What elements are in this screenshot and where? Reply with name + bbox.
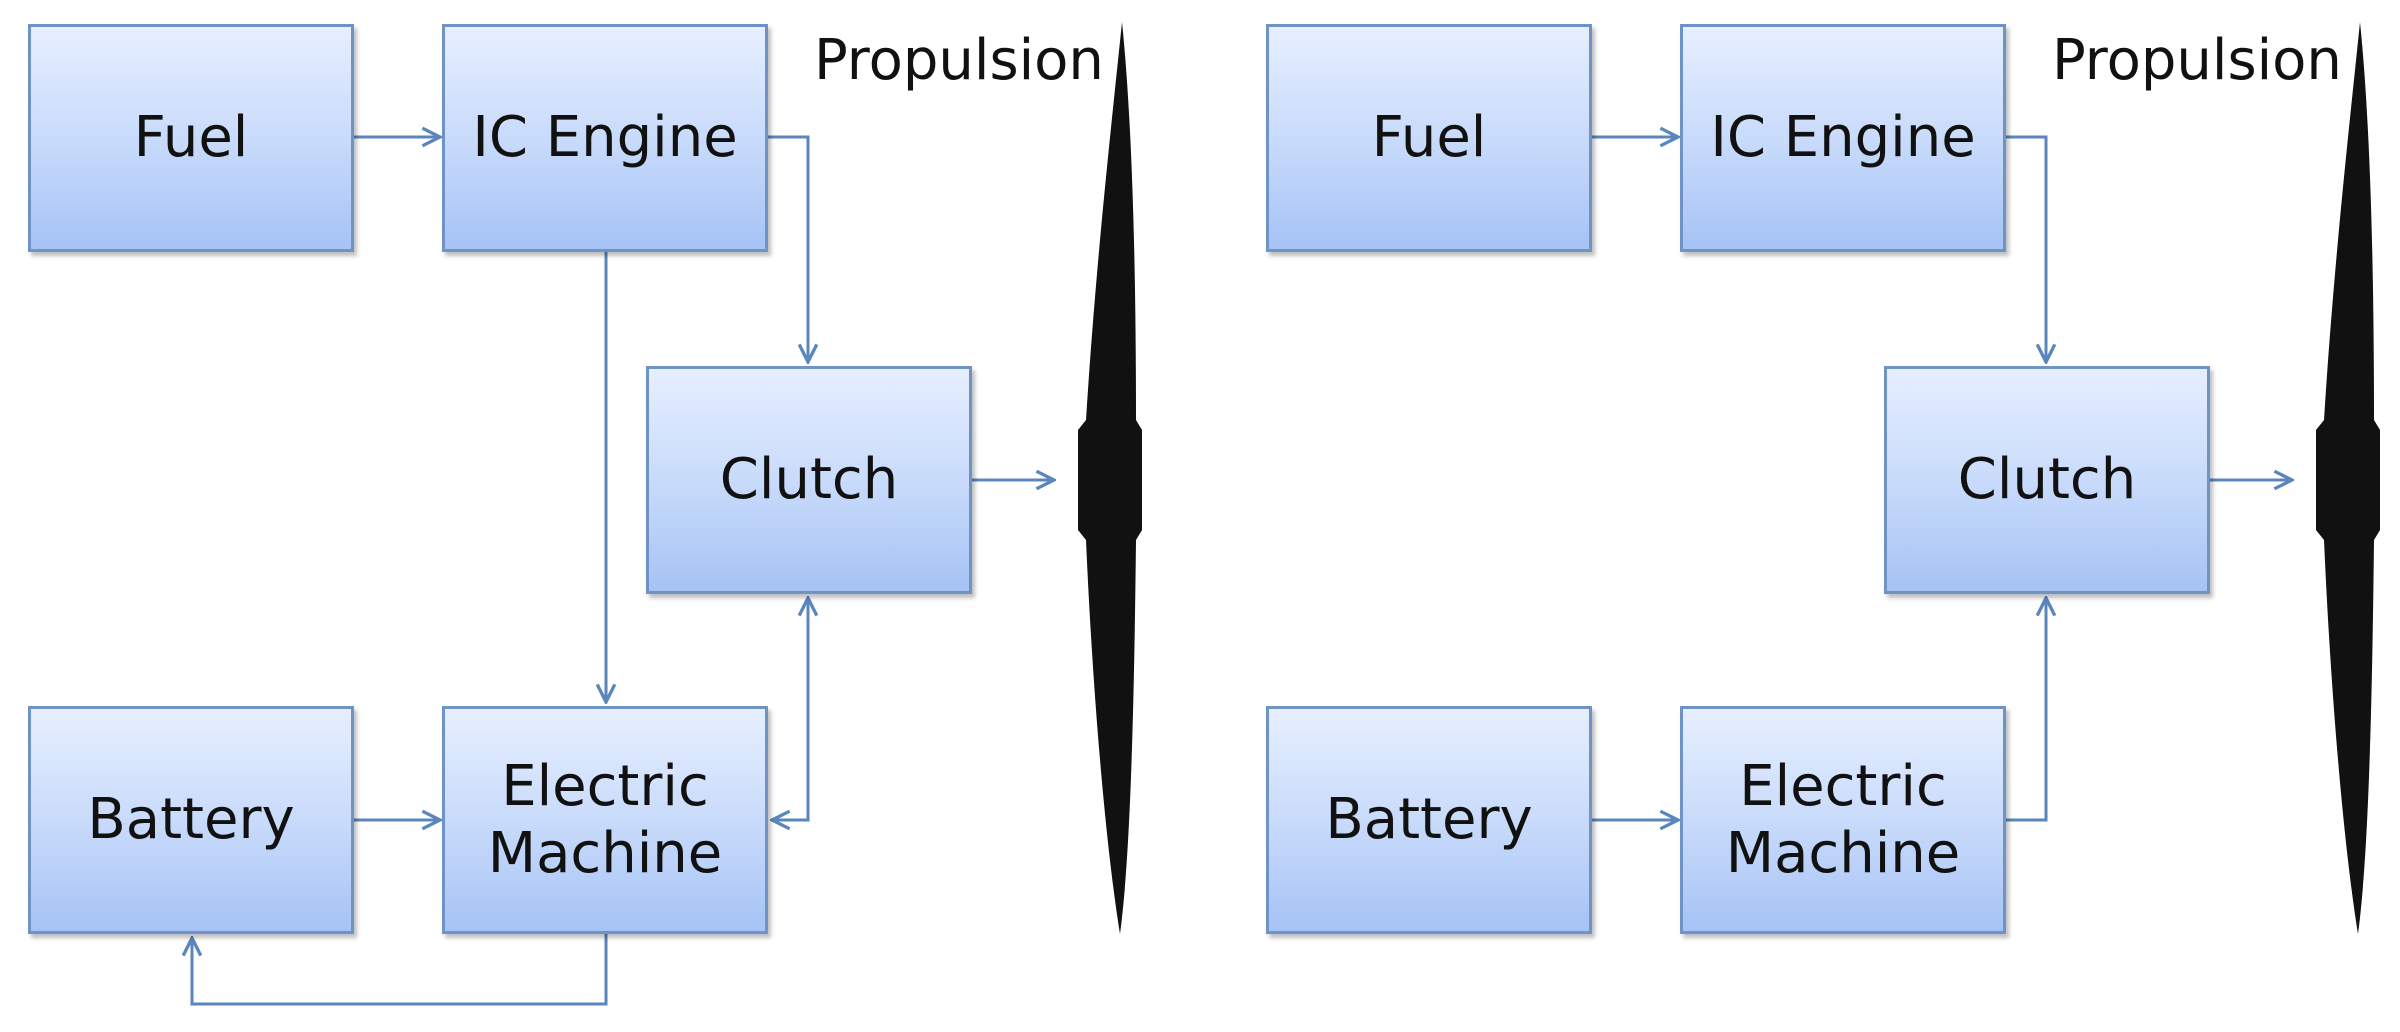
clutch-block: Clutch bbox=[646, 366, 972, 594]
arrow-motor-to-battery bbox=[192, 934, 608, 1006]
connector-lines bbox=[0, 22, 1142, 1006]
clutch-block: Clutch bbox=[1884, 366, 2210, 594]
battery-label: Battery bbox=[1325, 787, 1533, 853]
propulsion-label: Propulsion bbox=[814, 28, 1104, 93]
arrow-engine-to-clutch bbox=[2006, 135, 2046, 362]
electric-machine-label-line2: Machine bbox=[487, 821, 723, 886]
ic-engine-block: IC Engine bbox=[442, 24, 768, 252]
electric-machine-block: Electric Machine bbox=[442, 706, 768, 934]
parallel-hybrid-diagram: Propulsion Fuel IC Engine Clutch Battery… bbox=[0, 22, 1142, 1006]
fuel-block: Fuel bbox=[28, 24, 354, 252]
fuel-block: Fuel bbox=[1266, 24, 1592, 252]
electric-machine-label-line1: Electric bbox=[501, 753, 709, 819]
ic-engine-block: IC Engine bbox=[1680, 24, 2006, 252]
arrow-engine-to-clutch bbox=[768, 135, 808, 362]
clutch-label: Clutch bbox=[719, 447, 899, 513]
arrow-motor-to-clutch bbox=[2006, 598, 2046, 822]
battery-block: Battery bbox=[28, 706, 354, 934]
battery-label: Battery bbox=[87, 787, 295, 853]
simplified-hybrid-diagram: Propulsion Fuel IC Engine Clutch Battery… bbox=[1238, 0, 2400, 1032]
connector-lines bbox=[1592, 22, 2380, 934]
ic-engine-label: IC Engine bbox=[1710, 105, 1976, 171]
ic-engine-label: IC Engine bbox=[472, 105, 738, 171]
electric-machine-label-line2: Machine bbox=[1725, 821, 1961, 886]
battery-block: Battery bbox=[1266, 706, 1592, 934]
propulsion-label: Propulsion bbox=[2052, 28, 2342, 93]
arrow-motor-clutch-bidirectional bbox=[772, 598, 808, 820]
propeller-icon bbox=[2316, 22, 2380, 934]
clutch-label: Clutch bbox=[1957, 447, 2137, 513]
electric-machine-label-line1: Electric bbox=[1739, 753, 1947, 819]
electric-machine-block: Electric Machine bbox=[1680, 706, 2006, 934]
fuel-label: Fuel bbox=[133, 105, 249, 171]
propeller-icon bbox=[1078, 22, 1142, 934]
fuel-label: Fuel bbox=[1371, 105, 1487, 171]
